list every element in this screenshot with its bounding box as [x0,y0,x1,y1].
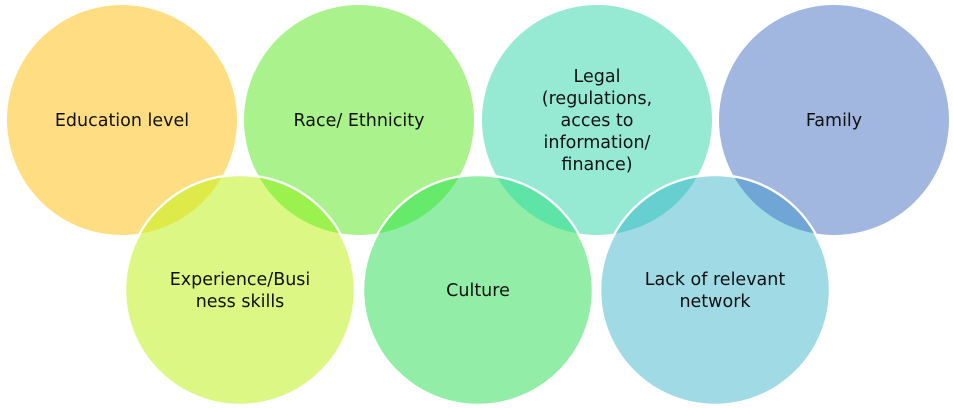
circle-culture [361,173,595,407]
bottom-row-circles [123,173,832,407]
label-experience: ness skills [196,292,285,312]
label-race: Race/ Ethnicity [293,111,424,131]
label-education: Education level [55,111,189,131]
label-network: network [679,292,751,312]
label-legal: finance) [561,155,632,175]
label-legal: (regulations, [542,89,652,109]
label-experience: Experience/Busi [170,270,311,290]
label-legal: Legal [574,67,621,87]
circle-legal [482,5,712,235]
label-culture: Culture [446,281,510,301]
top-row-circles [7,5,949,235]
circle-network [598,173,832,407]
circle-labels: Education level Race/ Ethnicity Legal(regu… [55,67,862,312]
circle-race [244,5,474,235]
circle-family [719,5,949,235]
label-legal: information/ [544,133,651,153]
label-legal: acces to [561,111,634,131]
label-network: Lack of relevant [645,270,786,290]
circle-experience [123,173,357,407]
circle-education [7,5,237,235]
label-family: Family [806,111,862,131]
